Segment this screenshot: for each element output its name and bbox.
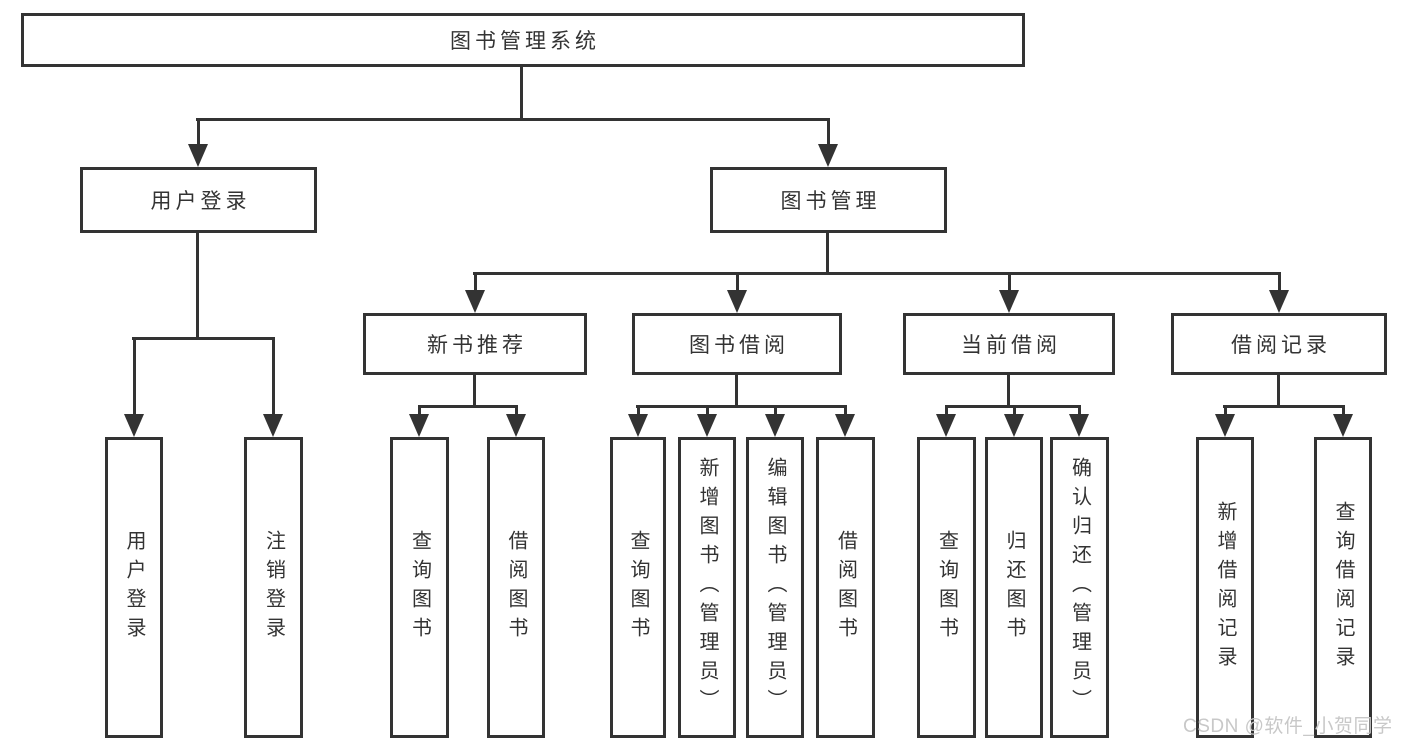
arrow-down-icon [506, 414, 526, 437]
arrow-down-icon [818, 144, 838, 167]
node-book-borrow: 图书借阅 [632, 313, 842, 375]
leaf-borrow-books-recommend-label: 借阅图书 [505, 529, 527, 646]
arrow-to-leaf-query-books-borrow [628, 405, 648, 437]
node-book-management: 图书管理 [710, 167, 947, 233]
connector-root-stub [520, 67, 523, 121]
connector-book-management-stub [826, 233, 829, 275]
arrow-to-new-book-recommend [465, 272, 485, 313]
csdn-watermark: CSDN @软件_小贺同学 [1183, 716, 1393, 737]
connector-user-login-stub [196, 233, 199, 340]
leaf-borrow-books-recommend: 借阅图书 [487, 437, 545, 738]
node-borrow-records: 借阅记录 [1171, 313, 1387, 375]
arrow-to-leaf-user-login [124, 337, 144, 437]
arrow-to-leaf-logout [263, 337, 283, 437]
leaf-confirm-return-admin: 确认归还（管理员） [1050, 437, 1109, 738]
leaf-return-book: 归还图书 [985, 437, 1043, 738]
arrow-to-book-borrow [727, 272, 747, 313]
connector-new-book-recommend-bar [418, 405, 518, 408]
arrow-to-leaf-confirm-return-admin [1069, 405, 1089, 437]
arrow-down-icon [727, 290, 747, 313]
connector-book-borrow-stub [735, 375, 738, 408]
arrow-to-leaf-query-books-current [936, 405, 956, 437]
leaf-user-login: 用户登录 [105, 437, 163, 738]
leaf-add-book-admin: 新增图书（管理员） [678, 437, 736, 738]
arrow-to-leaf-borrow-books-recommend [506, 405, 526, 437]
leaf-logout: 注销登录 [244, 437, 303, 738]
arrow-down-icon [1004, 414, 1024, 437]
connector-borrow-records-bar [1223, 405, 1344, 408]
leaf-borrow-books-borrow-label: 借阅图书 [834, 529, 857, 646]
arrow-down-icon [465, 290, 485, 313]
leaf-add-borrow-record-label: 新增借阅记录 [1214, 500, 1236, 675]
leaf-edit-book-admin: 编辑图书（管理员） [746, 437, 804, 738]
arrow-down-icon [409, 414, 429, 437]
leaf-query-books-recommend: 查询图书 [390, 437, 449, 738]
leaf-query-books-current: 查询图书 [917, 437, 976, 738]
leaf-add-book-admin-label: 新增图书（管理员） [696, 457, 718, 718]
connector-new-book-recommend-stub [473, 375, 476, 408]
arrow-down-icon [628, 414, 648, 437]
node-book-management-label: 图书管理 [780, 190, 881, 213]
arrow-down-icon [188, 144, 208, 167]
leaf-query-books-current-label: 查询图书 [935, 529, 958, 646]
arrow-down-icon [936, 414, 956, 437]
node-current-borrow: 当前借阅 [903, 313, 1115, 375]
node-library-system: 图书管理系统 [21, 13, 1025, 67]
leaf-query-books-recommend-label: 查询图书 [408, 529, 431, 646]
node-current-borrow-label: 当前借阅 [961, 334, 1061, 357]
arrow-to-leaf-query-borrow-record [1333, 405, 1353, 437]
leaf-query-borrow-record: 查询借阅记录 [1314, 437, 1372, 738]
leaf-return-book-label: 归还图书 [1003, 529, 1025, 646]
arrow-to-book-management [818, 118, 838, 167]
arrow-to-leaf-add-borrow-record [1215, 405, 1235, 437]
node-borrow-records-label: 借阅记录 [1231, 334, 1331, 357]
connector-root-bar [196, 118, 829, 121]
leaf-query-books-borrow: 查询图书 [610, 437, 666, 738]
arrow-down-icon [1333, 414, 1353, 437]
arrow-to-leaf-query-books-recommend [409, 405, 429, 437]
arrow-to-leaf-add-book-admin [697, 405, 717, 437]
leaf-edit-book-admin-label: 编辑图书（管理员） [764, 457, 786, 718]
leaf-query-borrow-record-label: 查询借阅记录 [1332, 500, 1354, 675]
leaf-query-books-borrow-label: 查询图书 [627, 529, 649, 646]
node-book-borrow-label: 图书借阅 [689, 334, 789, 357]
connector-book-management-bar [473, 272, 1280, 275]
node-user-login: 用户登录 [80, 167, 317, 233]
leaf-borrow-books-borrow: 借阅图书 [816, 437, 875, 738]
arrow-down-icon [835, 414, 855, 437]
arrow-to-leaf-return-book [1004, 405, 1024, 437]
leaf-user-login-label: 用户登录 [123, 529, 145, 646]
arrow-down-icon [697, 414, 717, 437]
node-new-book-recommend: 新书推荐 [363, 313, 587, 375]
arrow-to-user-login [188, 118, 208, 167]
connector-book-borrow-bar [636, 405, 846, 408]
node-user-login-label: 用户登录 [150, 190, 251, 213]
node-library-system-label: 图书管理系统 [450, 30, 600, 53]
node-new-book-recommend-label: 新书推荐 [427, 334, 527, 357]
arrow-down-icon [1069, 414, 1089, 437]
arrow-down-icon [1269, 290, 1289, 313]
arrow-to-leaf-borrow-books-borrow [835, 405, 855, 437]
arrow-down-icon [263, 414, 283, 437]
arrow-to-leaf-edit-book-admin [765, 405, 785, 437]
arrow-to-borrow-records [1269, 272, 1289, 313]
connector-user-login-bar [132, 337, 274, 340]
connector-current-borrow-stub [1007, 375, 1010, 408]
arrow-down-icon [765, 414, 785, 437]
arrow-down-icon [999, 290, 1019, 313]
leaf-confirm-return-admin-label: 确认归还（管理员） [1068, 457, 1091, 718]
connector-borrow-records-stub [1277, 375, 1280, 408]
leaf-logout-label: 注销登录 [262, 529, 285, 646]
arrow-down-icon [124, 414, 144, 437]
arrow-to-current-borrow [999, 272, 1019, 313]
arrow-down-icon [1215, 414, 1235, 437]
leaf-add-borrow-record: 新增借阅记录 [1196, 437, 1254, 738]
